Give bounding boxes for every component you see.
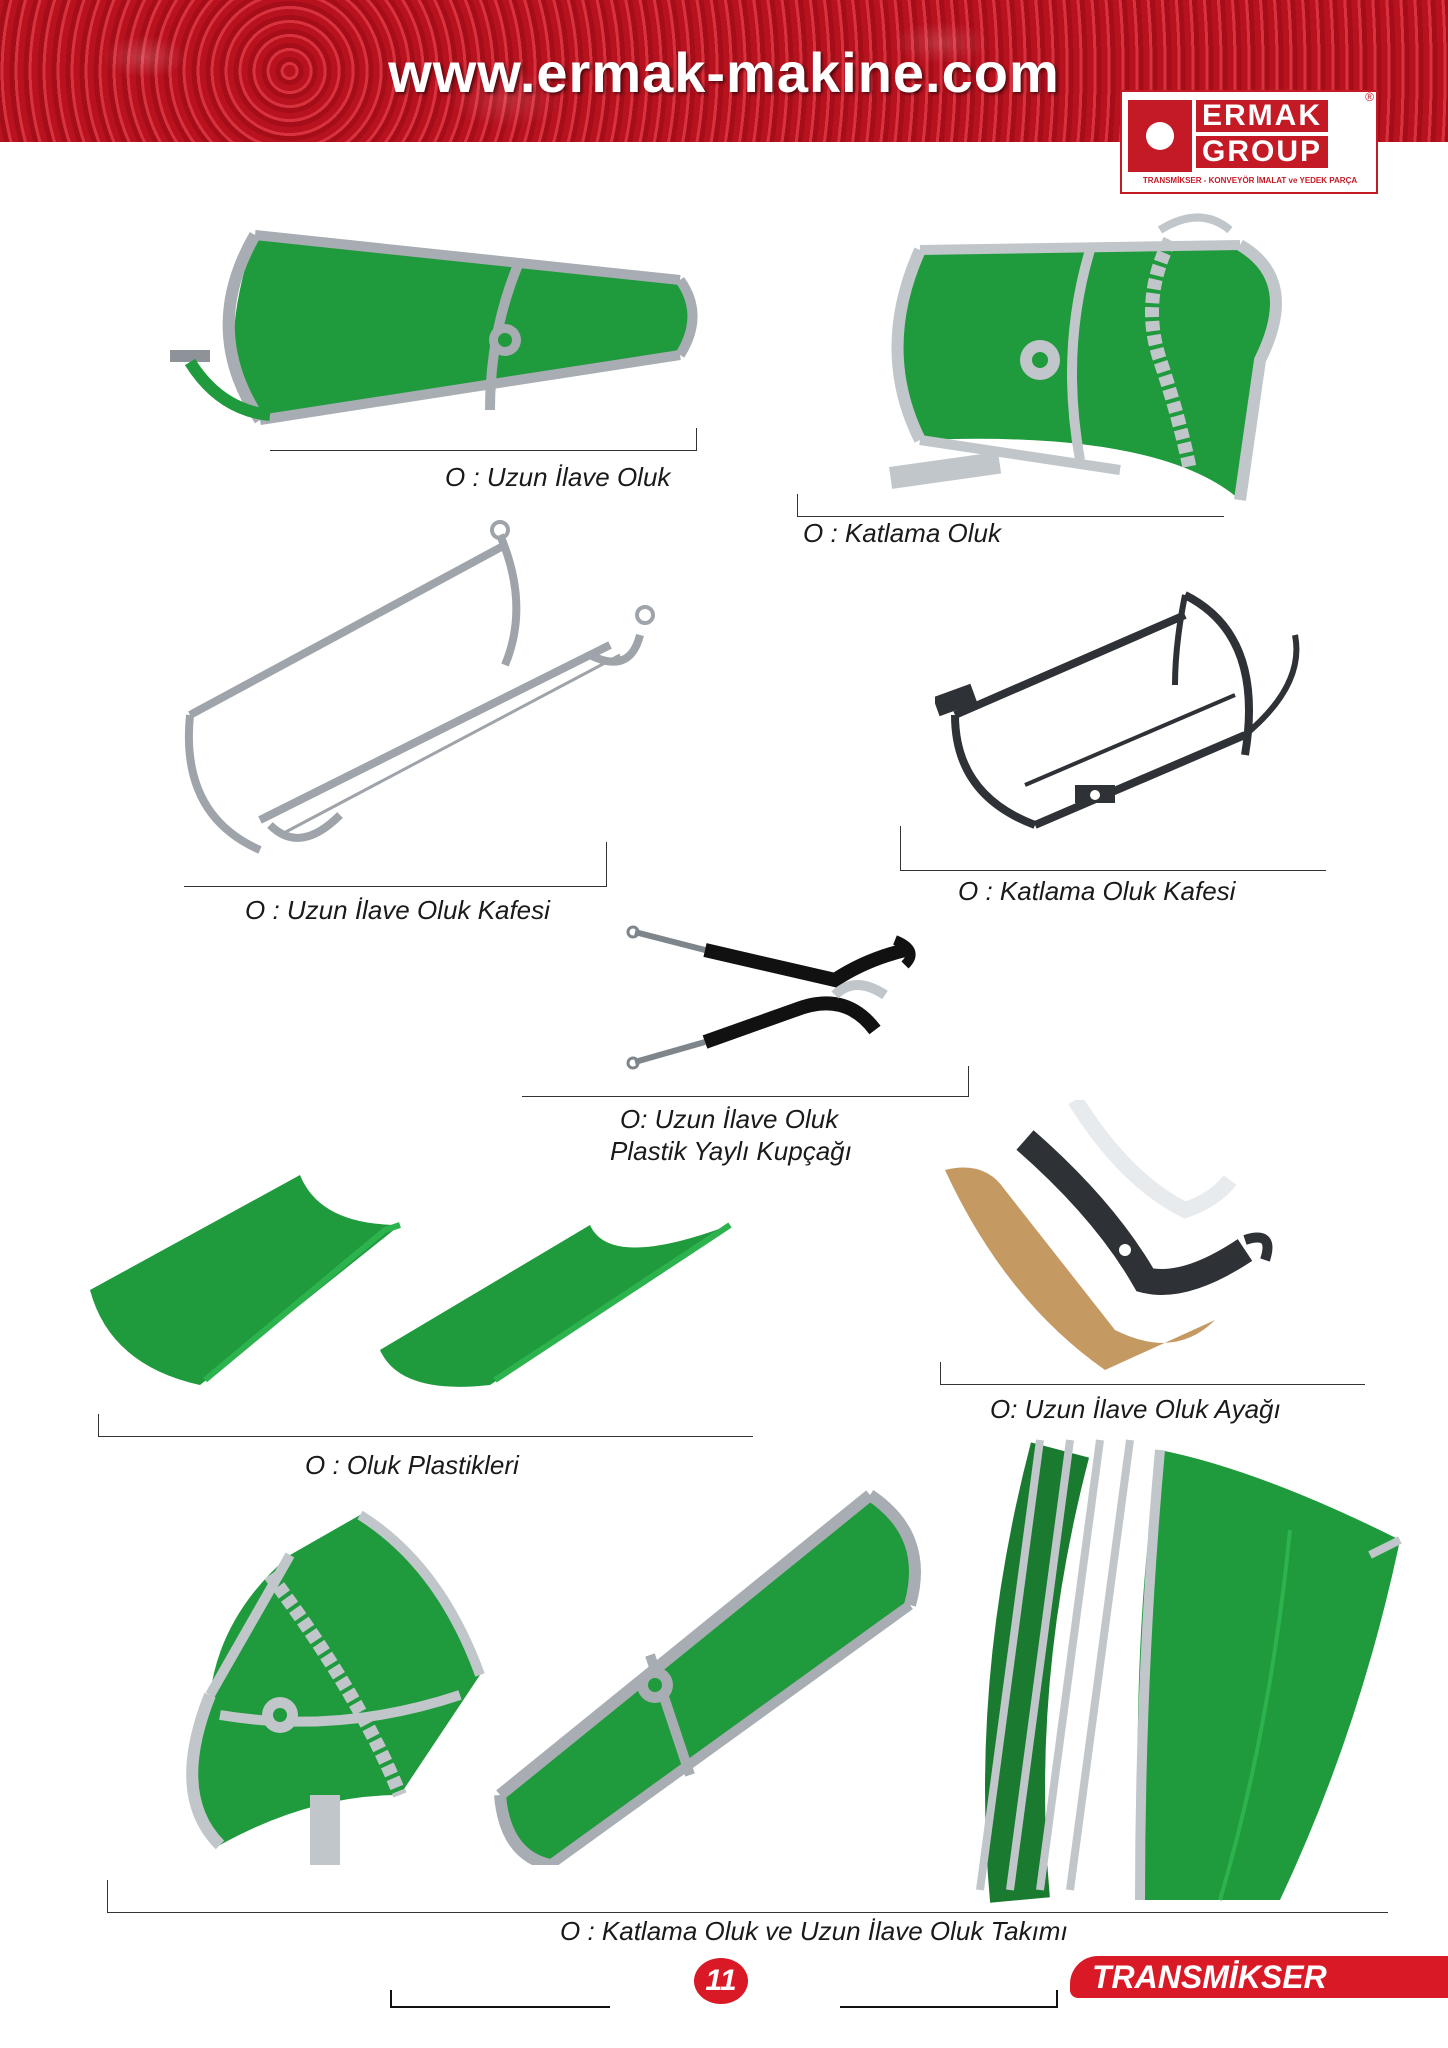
caption-kupcagi-line2: Plastik Yaylı Kupçağı xyxy=(610,1136,852,1166)
uzun-ilave-oluk-takim-image xyxy=(494,1490,921,1865)
site-url[interactable]: www.ermak-makine.com xyxy=(388,41,1060,104)
registered-icon: ® xyxy=(1365,90,1374,104)
logo-word-ermak: ERMAK xyxy=(1196,100,1328,132)
katlama-oluk-image xyxy=(889,213,1282,501)
logo-tagline: TRANSMİKSER - KONVEYÖR İMALAT ve YEDEK P… xyxy=(1142,176,1358,185)
caption-bracket xyxy=(940,1362,1365,1385)
caption-bracket xyxy=(270,428,697,451)
katlama-oluk-kafesi-image xyxy=(935,591,1300,829)
uzun-ilave-oluk-kafesi-image xyxy=(184,520,655,854)
plastik-yayli-kupcagi-image xyxy=(626,925,916,1070)
gear-logo-icon xyxy=(1128,100,1192,172)
uzun-ilave-oluk-image xyxy=(170,230,698,425)
header-banner: www.ermak-makine.com xyxy=(0,0,1448,142)
section-label: TRANSMİKSER xyxy=(1070,1956,1448,1998)
page-number: 11 xyxy=(694,1958,748,2004)
caption-katlama-oluk-kafesi: O : Katlama Oluk Kafesi xyxy=(958,876,1236,906)
caption-bracket xyxy=(797,494,1224,517)
katlanmis-oluk-seti-image xyxy=(976,1439,1402,1903)
caption-uzun-ilave-oluk: O : Uzun İlave Oluk xyxy=(445,462,671,492)
footer-rule-right xyxy=(840,1990,1058,2008)
caption-bracket xyxy=(900,826,1326,871)
katlama-oluk-takimi-image xyxy=(186,1510,485,1865)
caption-bracket xyxy=(98,1414,753,1437)
caption-katlama-oluk: O : Katlama Oluk xyxy=(803,518,1001,548)
caption-oluk-ayagi: O: Uzun İlave Oluk Ayağı xyxy=(990,1394,1281,1424)
oluk-ayagi-image xyxy=(945,1100,1273,1370)
ermak-group-logo: ERMAK GROUP TRANSMİKSER - KONVEYÖR İMALA… xyxy=(1120,90,1378,194)
logo-word-group: GROUP xyxy=(1196,136,1329,168)
footer-rule-left xyxy=(390,1990,610,2008)
caption-uzun-ilave-oluk-kafesi: O : Uzun İlave Oluk Kafesi xyxy=(245,895,550,925)
caption-kupcagi-line1: O: Uzun İlave Oluk xyxy=(620,1104,839,1134)
caption-bracket xyxy=(522,1066,969,1097)
caption-oluk-plastikleri: O : Oluk Plastikleri xyxy=(305,1450,519,1480)
caption-oluk-takimi: O : Katlama Oluk ve Uzun İlave Oluk Takı… xyxy=(560,1916,1068,1946)
caption-bracket xyxy=(184,842,607,887)
oluk-plastikleri-image xyxy=(90,1175,732,1387)
caption-bracket xyxy=(107,1880,1388,1913)
